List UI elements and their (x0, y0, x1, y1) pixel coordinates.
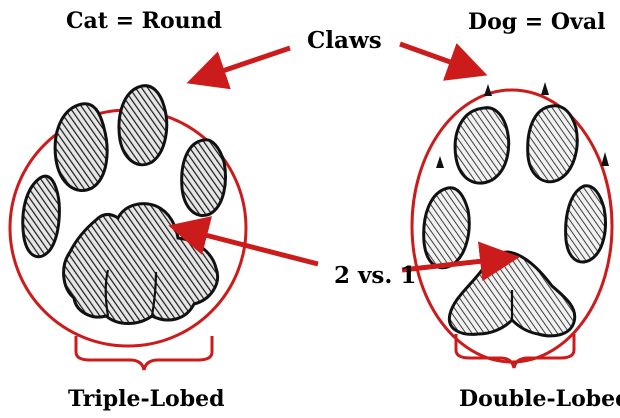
ratio-label: 2 vs. 1 (334, 262, 416, 289)
dog-toe-inner-right (528, 106, 578, 182)
dog-claw-mark-1 (484, 84, 492, 96)
dog-toe-outer-left (424, 188, 470, 268)
cat-paw (10, 86, 246, 346)
double-lobed-label: Double-Lobed (459, 386, 620, 412)
dog-title: Dog = Oval (468, 9, 605, 35)
claws-arrow-to-dog (400, 44, 478, 72)
triple-lobed-label: Triple-Lobed (68, 386, 225, 412)
dog-paw (412, 82, 612, 362)
cat-toe-inner-right (119, 86, 167, 165)
claws-arrow-to-cat (196, 48, 290, 80)
cat-toe-outer-left (23, 176, 60, 257)
cat-toe-inner-left (55, 104, 107, 191)
claws-label: Claws (307, 27, 382, 54)
cat-main-pad (64, 204, 218, 324)
dog-claw-mark-2 (541, 82, 549, 95)
dog-toe-inner-left (455, 108, 509, 183)
dog-toe-outer-right (566, 186, 606, 262)
cat-toe-outer-right (182, 140, 226, 216)
dog-claw-mark-4 (601, 152, 609, 166)
dog-claw-mark-3 (436, 156, 444, 168)
cat-title: Cat = Round (66, 8, 222, 34)
